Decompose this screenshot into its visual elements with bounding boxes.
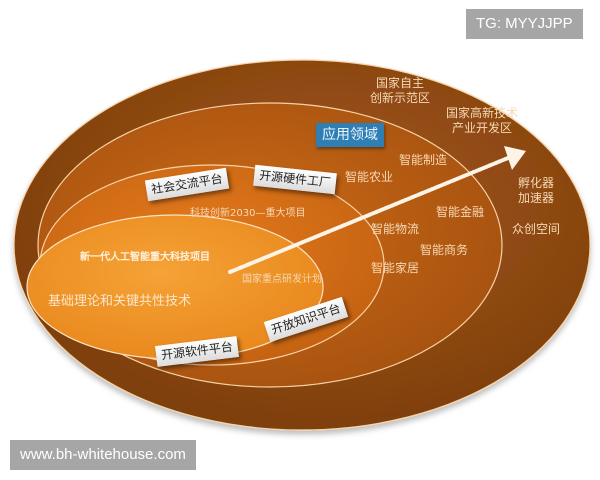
label-national-innovation-zone: 国家自主 创新示范区 — [370, 76, 431, 105]
label-incubator: 孵化器 加速器 — [518, 176, 555, 205]
label-smart-commerce: 智能商务 — [420, 243, 469, 257]
label-smart-logistics: 智能物流 — [371, 222, 420, 236]
application-domain-tag: 应用领域 — [316, 123, 384, 147]
watermark-bottom-left: www.bh-whitehouse.com — [10, 440, 196, 470]
label-maker-space: 众创空间 — [512, 222, 561, 236]
label-2030-project: 科技创新2030—重大项目 — [190, 208, 306, 219]
label-smart-home: 智能家居 — [371, 261, 420, 275]
growth-arrow-icon — [228, 146, 526, 274]
watermark-top-right: TG: MYYJJPP — [466, 9, 583, 39]
core-title: 新一代人工智能重大科技项目 — [80, 252, 210, 263]
label-national-rd-plan: 国家重点研发计划 — [242, 274, 322, 285]
label-smart-finance: 智能金融 — [436, 205, 485, 219]
label-smart-manufacturing: 智能制造 — [399, 153, 448, 167]
core-label: 基础理论和关键共性技术 — [48, 294, 192, 309]
label-smart-agriculture: 智能农业 — [345, 170, 394, 184]
label-hightech-zone: 国家高新技术 产业开发区 — [446, 106, 519, 135]
